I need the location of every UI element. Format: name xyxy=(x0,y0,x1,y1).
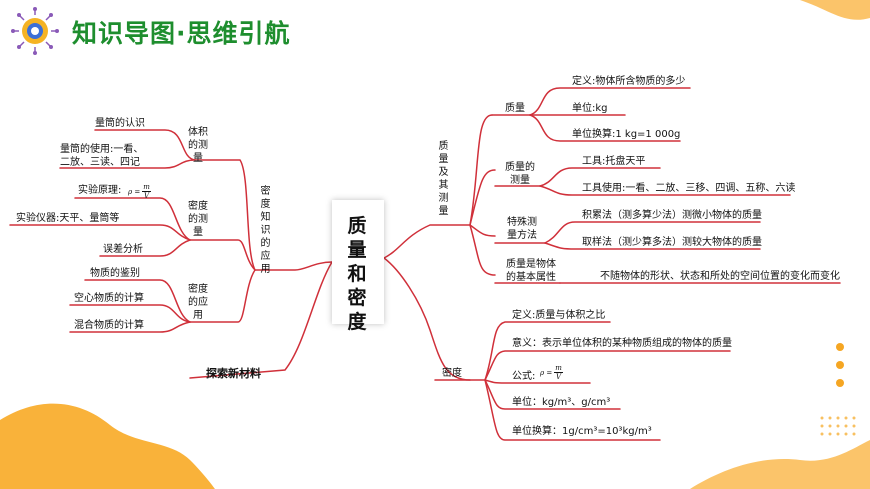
formula-lhs: ρ = xyxy=(128,187,141,196)
measure-tool-usage: 工具使用:一看、二放、三移、四调、五称、六读 xyxy=(582,183,796,194)
special-method-label: 特殊测 量方法 xyxy=(507,217,537,241)
sampling-method: 取样法（测少算多法）测较大物体的质量 xyxy=(582,237,762,248)
mass-measure-label: 质量的 测量 xyxy=(505,162,535,186)
center-node-box xyxy=(332,200,384,324)
substance-identification: 物质的鉴别 xyxy=(90,268,140,279)
density-formula-label: 公式: xyxy=(512,371,536,382)
hollow-calculation: 空心物质的计算 xyxy=(74,293,144,304)
density-formula: ρ = m V xyxy=(540,364,563,381)
experiment-principle: 实验原理: xyxy=(78,185,122,196)
explore-new-materials: 探索新材料 xyxy=(206,367,261,380)
mass-definition: 定义:物体所含物质的多少 xyxy=(572,76,686,87)
formula-numerator: m xyxy=(142,183,151,192)
application-branch-label: 密度知识的应用 xyxy=(260,186,271,275)
mass-attribute-text: 不随物体的形状、状态和所处的空间位置的变化而变化 xyxy=(600,271,840,282)
density-definition: 定义:质量与体积之比 xyxy=(512,310,606,321)
mass-attribute-label: 质量是物体 的基本属性 xyxy=(506,259,556,283)
principle-formula: ρ = m V xyxy=(128,183,151,200)
density-meaning: 意义：表示单位体积的某种物质组成的物体的质量 xyxy=(512,338,732,349)
cylinder-recognition: 量筒的认识 xyxy=(95,118,145,129)
density-branch-label: 密度 xyxy=(442,368,462,379)
density-unit: 单位：kg/m³、g/cm³ xyxy=(512,397,611,408)
mass-unit: 单位:kg xyxy=(572,103,608,114)
error-analysis: 误差分析 xyxy=(103,244,143,255)
bottom-left-blob xyxy=(0,403,215,489)
accumulation-method: 积累法（测多算少法）测微小物体的质量 xyxy=(582,210,762,221)
experiment-instruments: 实验仪器:天平、量筒等 xyxy=(16,213,120,224)
volume-measure-label: 体积 的测 量 xyxy=(188,127,208,164)
mass-branch-label: 质量及其测量 xyxy=(438,141,449,217)
header-decoration xyxy=(11,0,870,55)
formula-denominator: V xyxy=(556,373,562,381)
bottom-right-blob xyxy=(690,440,870,489)
decor-dots xyxy=(836,343,844,387)
density-unit-conversion: 单位换算：1g/cm³=10³kg/m³ xyxy=(512,426,652,437)
mass-unit-conversion: 单位换算:1 kg=1 000g xyxy=(572,129,681,140)
formula-denominator: V xyxy=(144,192,150,200)
brain-logo-icon xyxy=(11,7,59,55)
measure-tool: 工具:托盘天平 xyxy=(582,156,646,167)
center-node-title: 质量和密度 xyxy=(347,215,367,333)
formula-lhs: ρ = xyxy=(540,368,553,377)
mass-node-label: 质量 xyxy=(505,103,525,114)
header-bar xyxy=(0,0,870,70)
mixture-calculation: 混合物质的计算 xyxy=(74,320,144,331)
formula-numerator: m xyxy=(554,364,563,373)
cylinder-usage: 量筒的使用:一看、 二放、三读、四记 xyxy=(60,144,144,168)
density-apply-label: 密度 的应 用 xyxy=(188,284,208,321)
page-title: 知识导图·思维引航 xyxy=(72,19,291,48)
density-measure-label: 密度 的测 量 xyxy=(188,201,208,238)
